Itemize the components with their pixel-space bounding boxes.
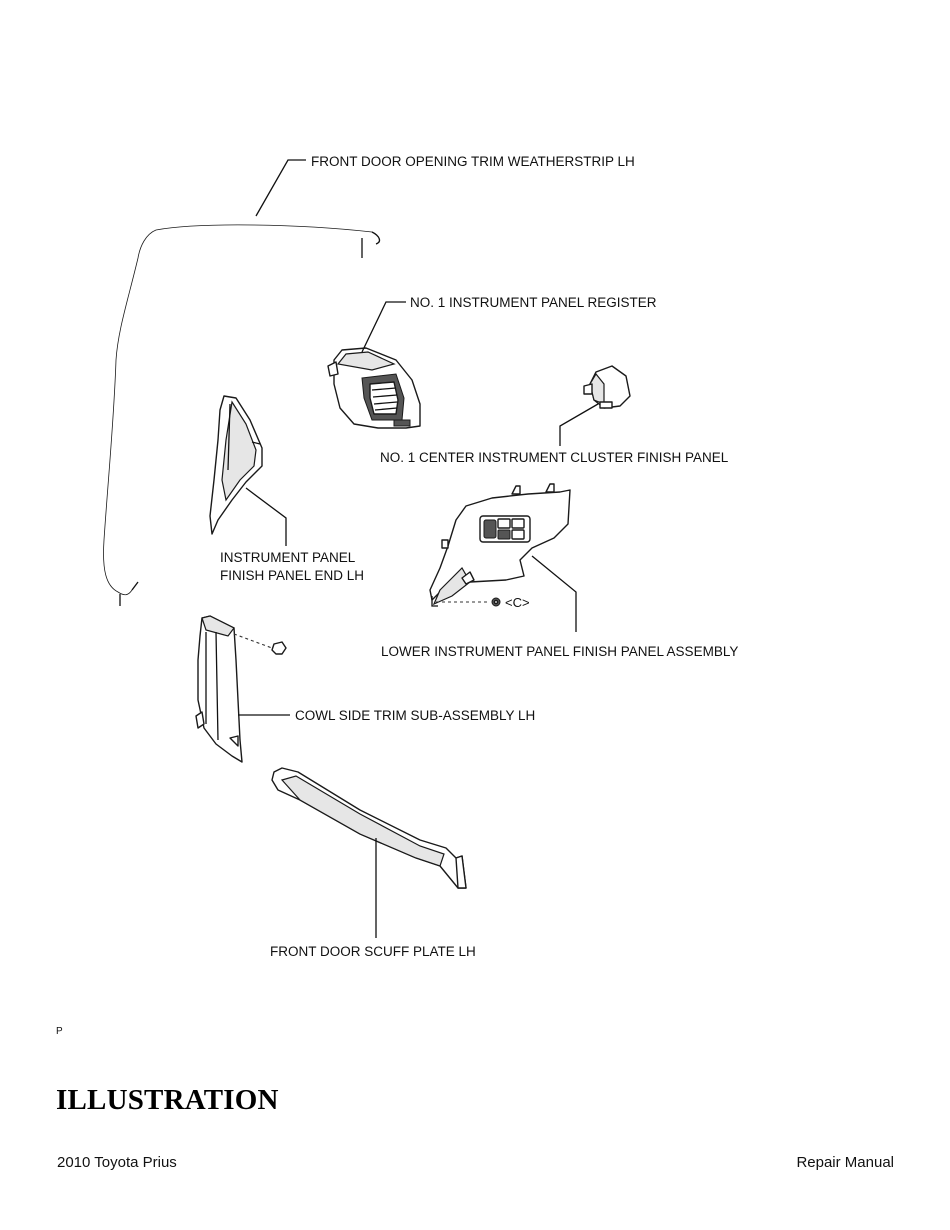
- cowl-trim-label: COWL SIDE TRIM SUB-ASSEMBLY LH: [295, 708, 535, 723]
- cluster-panel-leader: [559, 403, 599, 446]
- lower-panel-clip-icon: [491, 597, 501, 607]
- cowl-trim-fastener-line: [233, 633, 273, 649]
- cowl-trim-part: [195, 615, 243, 763]
- weatherstrip-label: FRONT DOOR OPENING TRIM WEATHERSTRIP LH: [311, 154, 635, 169]
- register-leader: [361, 301, 406, 353]
- figure-code: P: [56, 1026, 63, 1037]
- weatherstrip-leader: [255, 159, 306, 217]
- panel-end-leader: [245, 487, 287, 546]
- lower-panel-fastener-ref: <C>: [505, 595, 530, 610]
- register-part: [327, 347, 421, 429]
- panel-end-label-line2: FINISH PANEL END LH: [220, 568, 364, 583]
- footer-manual-title: Repair Manual: [796, 1154, 894, 1171]
- lower-panel-part: [429, 483, 571, 607]
- lower-panel-label: LOWER INSTRUMENT PANEL FINISH PANEL ASSE…: [381, 644, 738, 659]
- cowl-trim-nut-icon: [271, 641, 287, 655]
- cluster-panel-part: [583, 365, 631, 409]
- section-heading: ILLUSTRATION: [56, 1084, 279, 1116]
- scuff-plate-label: FRONT DOOR SCUFF PLATE LH: [270, 944, 476, 959]
- footer-vehicle: 2010 Toyota Prius: [57, 1154, 177, 1171]
- weatherstrip-part: [100, 221, 381, 606]
- lower-panel-leader: [531, 555, 577, 632]
- register-label: NO. 1 INSTRUMENT PANEL REGISTER: [410, 295, 657, 310]
- panel-end-part: [209, 395, 263, 535]
- panel-end-label-line1: INSTRUMENT PANEL: [220, 550, 356, 565]
- scuff-plate-part: [271, 767, 467, 889]
- cluster-panel-label: NO. 1 CENTER INSTRUMENT CLUSTER FINISH P…: [380, 450, 729, 465]
